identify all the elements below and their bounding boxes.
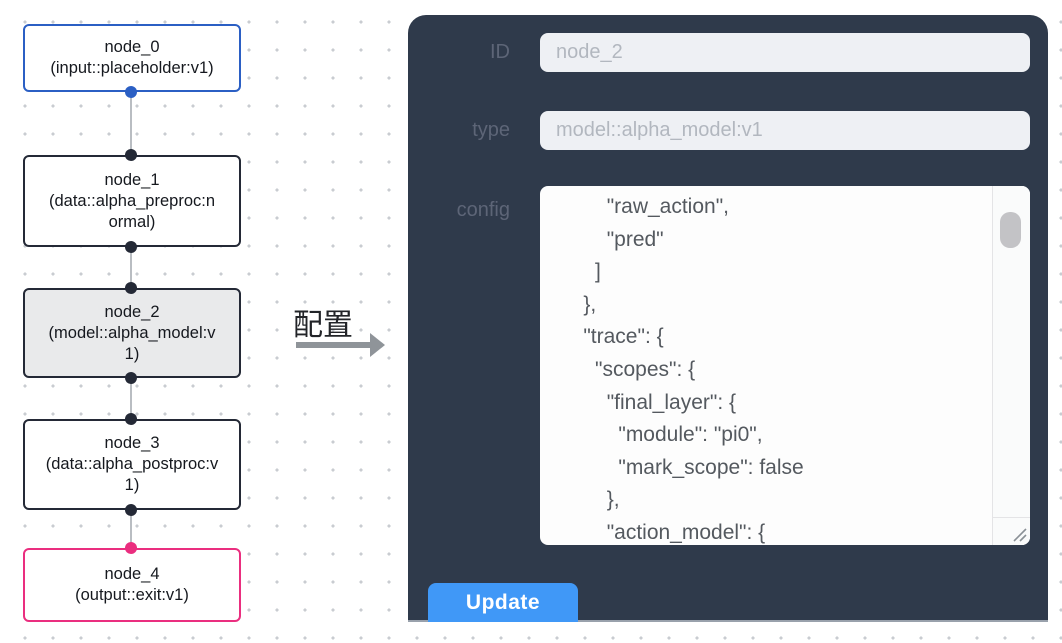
edge-node3-node4 (130, 510, 132, 548)
node-type-label: (input::placeholder:v1) (50, 59, 214, 77)
graph-node-node_3[interactable]: node_3 (data::alpha_postproc:v1) (23, 419, 241, 510)
arrow-shaft (296, 342, 370, 348)
config-json-editor[interactable]: "raw_action", "pred" ] }, "trace": { "sc… (540, 186, 1030, 545)
node-id-label: node_1 (104, 170, 160, 189)
type-input[interactable] (540, 111, 1030, 150)
node-id-label: node_3 (104, 434, 160, 452)
port-node4-in[interactable] (125, 542, 137, 554)
port-node0-out[interactable] (125, 86, 137, 98)
node-type-label: (data::alpha_preproc:normal) (48, 191, 216, 231)
port-node3-in[interactable] (125, 413, 137, 425)
port-node2-in[interactable] (125, 282, 137, 294)
graph-node-node_0[interactable]: node_0 (input::placeholder:v1) (23, 24, 241, 92)
node-config-panel: ID type config "raw_action", "pred" ] },… (408, 15, 1048, 622)
edge-node1-node2 (130, 246, 132, 288)
graph-node-node_4[interactable]: node_4 (output::exit:v1) (23, 548, 241, 622)
textarea-resize-handle-icon[interactable] (1010, 525, 1028, 543)
config-scrollbar[interactable] (992, 186, 1030, 545)
edge-node0-node1 (130, 92, 132, 155)
arrow-head-icon (370, 333, 385, 357)
port-node3-out[interactable] (125, 504, 137, 516)
config-json-text[interactable]: "raw_action", "pred" ] }, "trace": { "sc… (583, 195, 804, 544)
update-button[interactable]: Update (428, 583, 578, 622)
type-field-label: type (472, 119, 510, 141)
graph-node-node_2-selected[interactable]: node_2 (model::alpha_model:v1) (23, 288, 241, 378)
node-type-label: (data::alpha_postproc:v1) (45, 455, 219, 494)
node-type-label: (model::alpha_model:v1) (48, 323, 216, 363)
node-id-label: node_2 (104, 302, 160, 321)
id-field-label: ID (490, 41, 510, 63)
configure-arrow-label: 配置 (293, 309, 353, 342)
port-node1-in[interactable] (125, 149, 137, 161)
node-type-label: (output::exit:v1) (75, 586, 189, 604)
graph-node-node_1[interactable]: node_1 (data::alpha_preproc:normal) (23, 155, 241, 247)
edge-node2-node3 (130, 378, 132, 419)
port-node1-out[interactable] (125, 241, 137, 253)
config-field-label: config (456, 199, 510, 221)
port-node2-out[interactable] (125, 372, 137, 384)
node-id-label: node_4 (104, 565, 160, 583)
id-input[interactable] (540, 33, 1030, 72)
scrollbar-thumb[interactable] (1000, 212, 1021, 248)
node-id-label: node_0 (104, 38, 160, 56)
